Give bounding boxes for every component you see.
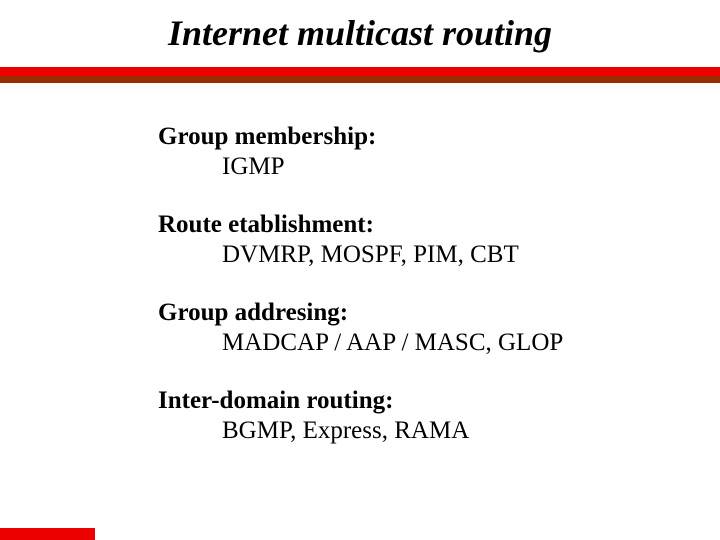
bottom-left-accent-bar (0, 528, 95, 540)
title-divider-bar (0, 67, 720, 83)
topic-items: IGMP (222, 153, 285, 180)
topic-heading: Route etablishment: (158, 211, 374, 238)
topic-items: DVMRP, MOSPF, PIM, CBT (222, 241, 519, 268)
topic-heading: Group addresing: (158, 299, 349, 326)
topic-group-inter-domain: Inter-domain routing: BGMP, Express, RAM… (158, 386, 698, 446)
divider-shadow-stripe (0, 76, 720, 83)
topic-group-route-establishment: Route etablishment: DVMRP, MOSPF, PIM, C… (158, 210, 698, 270)
topic-heading: Group membership: (158, 123, 377, 150)
topic-group-membership: Group membership: IGMP (158, 122, 698, 182)
slide-title: Internet multicast routing (167, 13, 553, 53)
topic-items: MADCAP / AAP / MASC, GLOP (222, 329, 564, 356)
topic-group-addressing: Group addresing: MADCAP / AAP / MASC, GL… (158, 298, 698, 358)
divider-red-stripe (0, 67, 720, 76)
topic-items: BGMP, Express, RAMA (222, 417, 470, 444)
topic-heading: Inter-domain routing: (158, 387, 394, 414)
slide-body: Group membership: IGMP Route etablishmen… (158, 122, 698, 474)
